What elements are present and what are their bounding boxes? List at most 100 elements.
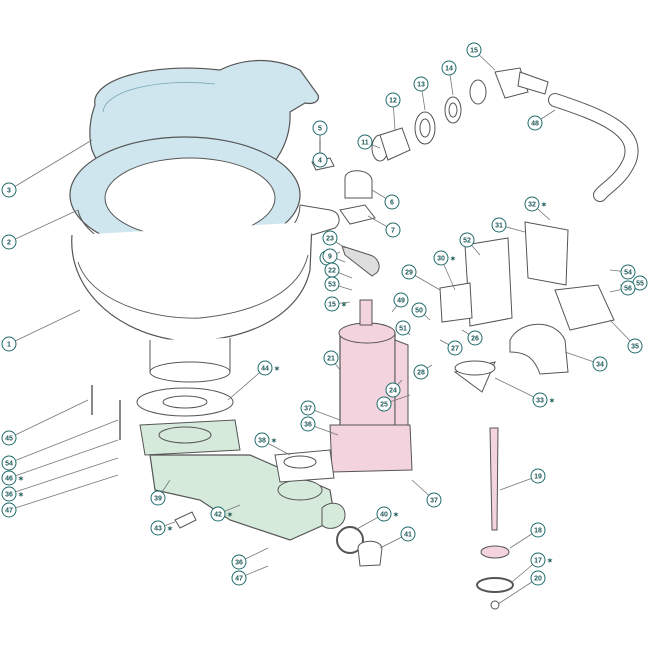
leader-line xyxy=(227,367,266,401)
kit-marker-icon: ✶ xyxy=(450,255,456,263)
callout-15: 15 xyxy=(466,42,482,58)
callout-ring xyxy=(524,196,540,212)
callout-46: 46✶ xyxy=(1,470,24,486)
callout-36: 36 xyxy=(231,554,247,570)
kit-marker-icon: ✶ xyxy=(547,557,553,565)
callout-number: 48 xyxy=(531,121,539,128)
callout-25: 25 xyxy=(376,396,392,412)
callout-ring xyxy=(491,217,507,233)
callout-ring xyxy=(210,506,226,522)
callout-33: 33✶ xyxy=(532,392,555,408)
leader-line xyxy=(497,577,539,605)
discharge-parts xyxy=(371,67,639,202)
callout-56: 56 xyxy=(620,280,636,296)
callout-ring xyxy=(1,470,17,486)
callout-ring xyxy=(1,430,17,446)
kit-marker-icon: ✶ xyxy=(393,511,399,519)
callout-number: 53 xyxy=(328,282,336,289)
kit-marker-icon: ✶ xyxy=(271,437,277,445)
callout-5: 5 xyxy=(312,120,328,136)
callout-2: 2 xyxy=(1,234,17,250)
callout-ring xyxy=(426,492,442,508)
callout-ring xyxy=(300,400,316,416)
callout-ring xyxy=(385,382,401,398)
callout-ring xyxy=(433,250,449,266)
callout-ring xyxy=(150,520,166,536)
callout-ring xyxy=(401,264,417,280)
callout-ring xyxy=(231,570,247,586)
callout-13: 13 xyxy=(413,76,429,92)
leader-line xyxy=(8,399,89,439)
callout-number: 13 xyxy=(417,82,425,89)
callout-number: 52 xyxy=(463,238,471,245)
callout-number: 2 xyxy=(7,240,11,247)
callout-4: 4 xyxy=(312,152,328,168)
callout-number: 36 xyxy=(304,422,312,429)
callout-number: 36 xyxy=(235,560,243,567)
callout-47: 47 xyxy=(1,502,17,518)
callout-number: 46 xyxy=(5,476,13,483)
callout-ring xyxy=(530,522,546,538)
base-assembly xyxy=(91,385,383,567)
leader-line xyxy=(8,309,81,345)
callout-27: 27 xyxy=(447,340,463,356)
callout-ring xyxy=(527,115,543,131)
callout-number: 37 xyxy=(304,406,312,413)
callout-number: 33 xyxy=(536,398,544,405)
pump-rod-parts xyxy=(476,427,514,610)
callout-number: 22 xyxy=(328,268,336,275)
callout-52: 52 xyxy=(459,232,475,248)
callout-19: 19 xyxy=(530,468,546,484)
callout-39: 39 xyxy=(150,490,166,506)
callout-9: 9 xyxy=(322,248,338,264)
callout-ring xyxy=(466,42,482,58)
callout-37: 37 xyxy=(426,492,442,508)
callout-ring xyxy=(312,120,328,136)
callout-ring xyxy=(532,392,548,408)
callout-number: 9 xyxy=(328,254,332,261)
callout-14: 14 xyxy=(441,60,457,76)
callout-ring xyxy=(357,134,373,150)
callout-number: 24 xyxy=(389,388,397,395)
callout-number: 30 xyxy=(437,256,445,263)
callout-number: 26 xyxy=(471,336,479,343)
callout-40: 40✶ xyxy=(376,506,399,522)
callout-ring xyxy=(300,416,316,432)
callout-number: 50 xyxy=(415,308,423,315)
callout-28: 28 xyxy=(413,364,429,380)
callout-35: 35 xyxy=(627,338,643,354)
callout-37: 37 xyxy=(300,400,316,416)
callout-ring xyxy=(385,222,401,238)
callout-29: 29 xyxy=(401,264,417,280)
kit-marker-icon: ✶ xyxy=(18,491,24,499)
callout-36: 36✶ xyxy=(1,486,24,502)
callout-47: 47 xyxy=(231,570,247,586)
callout-ring xyxy=(384,194,400,210)
callout-1: 1 xyxy=(1,336,17,352)
callout-ring xyxy=(620,264,636,280)
callout-number: 18 xyxy=(534,528,542,535)
kit-marker-icon: ✶ xyxy=(341,301,347,309)
callout-54: 54 xyxy=(620,264,636,280)
callout-ring xyxy=(447,340,463,356)
callout-3: 3 xyxy=(1,182,17,198)
callout-30: 30 ✶ xyxy=(433,250,456,266)
toilet-bowl xyxy=(71,204,340,383)
callout-45: 45 xyxy=(1,430,17,446)
callout-7: 7 xyxy=(385,222,401,238)
callout-number: 7 xyxy=(391,228,395,235)
callout-labels: 1234567811121314154832✶315230✶2923922531… xyxy=(1,42,648,586)
callout-54: 54 xyxy=(1,455,17,471)
callout-number: 27 xyxy=(451,346,459,353)
callout-number: 37 xyxy=(430,498,438,505)
callout-number: 19 xyxy=(534,474,542,481)
callout-18: 18 xyxy=(530,522,546,538)
callout-ring xyxy=(324,296,340,312)
callout-ring xyxy=(1,336,17,352)
callout-number: 34 xyxy=(596,362,604,369)
callout-number: 15 xyxy=(328,302,336,309)
callout-ring xyxy=(322,230,338,246)
callout-number: 38 xyxy=(258,438,266,445)
pump-assembly xyxy=(329,221,615,473)
callout-number: 14 xyxy=(445,66,453,73)
